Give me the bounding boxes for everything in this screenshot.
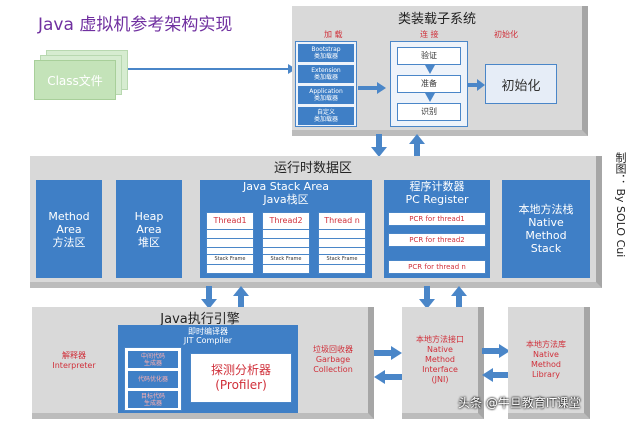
arrow-load-to-link [358,82,386,94]
arrow-runtime-to-engine [201,286,217,309]
arrow-engine-to-runtime [233,286,249,309]
pcr-thread-1: PCR for thread1 [388,212,486,226]
init-label: 初始化 [494,30,518,39]
link-label: 连 接 [420,30,439,39]
arrow-jni-to-engine [374,370,402,384]
credit-text: 制图： By SOLO Cui [614,152,627,258]
watermark: 头条 @牛旦教育IT课堂 [458,396,581,410]
verify-box: 验证 [397,47,461,65]
intermediate-code-generator: 中间代码生成器 [128,351,178,368]
arrow-library-to-jni [482,368,510,382]
arrow-link-to-init [468,79,485,91]
arrow-jni-to-runtime [451,286,467,309]
arrow-engine-to-jni [374,346,402,360]
load-label: 加 载 [324,30,343,39]
arrow-class-to-loader [128,64,296,74]
arrow-runtime-to-jni [419,286,435,309]
thread-1: Thread1 Stack Frame [206,212,254,274]
resolve-box: 识别 [397,103,461,121]
code-optimizer: 代码优化器 [128,371,178,388]
java-stack-area: Java Stack Area Java栈区 Thread1 Stack Fra… [200,180,372,278]
class-file-stack: Class文件 [34,50,130,102]
arrow-runtime-to-loader [409,134,425,157]
arrow-jni-to-library [482,344,510,358]
profiler: 探测分析器(Profiler) [190,353,292,403]
class-file-label: Class文件 [34,60,116,100]
pc-register: 程序计数器 PC Register PCR for thread1 PCR fo… [384,180,490,278]
engine-title: Java执行引擎 [160,312,240,327]
diagram-title: Java 虚拟机参考架构实现 [38,15,233,35]
arrow-loader-to-runtime [371,134,387,157]
thread-2: Thread2 Stack Frame [262,212,310,274]
pcr-thread-2: PCR for thread2 [388,233,486,247]
thread-n: Thread n Stack Frame [318,212,366,274]
prepare-box: 准备 [397,75,461,93]
custom-loader: 自定义类加载器 [298,107,354,125]
initialize-box: 初始化 [485,64,557,104]
jit-compiler: 即时编译器 JIT Compiler 中间代码生成器 代码优化器 目标代码生成器… [118,325,298,413]
class-loader-title: 类装载子系统 [397,12,476,27]
pcr-thread-n: PCR for thread n [388,260,486,274]
target-code-generator: 目标代码生成器 [128,391,178,408]
runtime-title: 运行时数据区 [273,161,352,176]
